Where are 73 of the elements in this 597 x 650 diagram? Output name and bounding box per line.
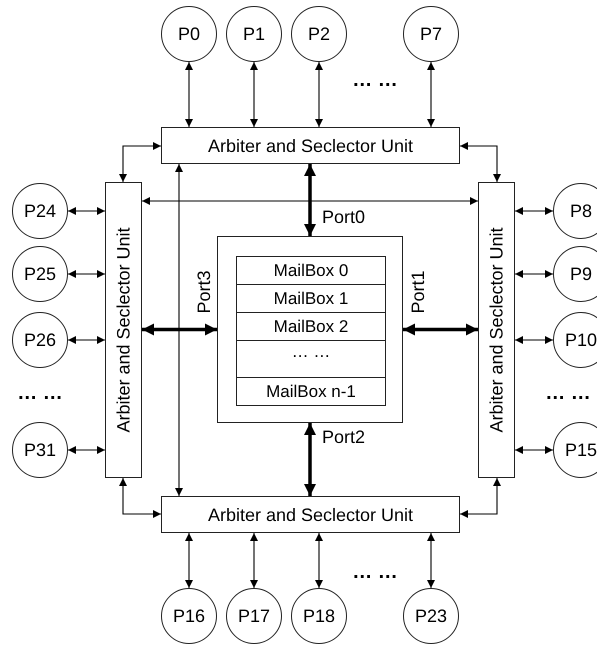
node-label: P31 [24, 441, 56, 459]
arbiter-unit-box [478, 182, 515, 478]
edge-label: Port2 [322, 428, 366, 446]
ellipsis-label: … … [17, 383, 63, 403]
connector-arrow [142, 197, 478, 205]
connector-arrow [250, 62, 258, 127]
connector-arrow [185, 533, 193, 588]
connector-arrow [304, 423, 316, 496]
edge-label: Port3 [195, 270, 213, 314]
node-label: P10 [564, 331, 597, 349]
node-label: MailBox n-1 [266, 383, 356, 400]
node-label: P9 [570, 265, 592, 283]
node-label: P17 [238, 607, 270, 625]
node-label: P0 [178, 25, 200, 43]
node-label: P26 [24, 331, 56, 349]
node-label: Arbiter and Seclector Unit [208, 506, 414, 524]
mailbox-slot [236, 377, 386, 406]
connector-arrow [460, 142, 501, 182]
connector-arrow [427, 533, 435, 588]
mailbox-slot [236, 284, 386, 313]
mailbox-frame [217, 236, 403, 423]
node-label: P7 [420, 25, 442, 43]
edge-label: Port1 [409, 270, 427, 314]
node-label: MailBox 2 [274, 318, 348, 335]
edge-label: Port0 [322, 208, 366, 226]
node-label: P24 [24, 202, 56, 220]
connector-arrow [68, 270, 105, 278]
connector-arrow [304, 164, 316, 236]
mailbox-slot [236, 256, 386, 285]
ellipsis-label: … … [352, 562, 398, 582]
node-label: P23 [414, 607, 448, 625]
connector-arrow [68, 446, 105, 454]
node-label: P2 [308, 25, 330, 43]
processor-circle [553, 422, 597, 478]
connector-arrow [250, 533, 258, 588]
node-label: Arbiter and Seclector Unit [208, 136, 414, 154]
connector-arrow [460, 478, 501, 518]
node-label: MailBox 1 [274, 290, 348, 307]
node-label: P18 [302, 607, 336, 625]
node-label: Arbiter and Seclector Unit [114, 227, 132, 433]
arbiter-unit-box [161, 127, 460, 164]
node-label: Arbiter and Seclector Unit [488, 227, 506, 433]
connector-arrow [427, 62, 435, 127]
connector-arrow [515, 207, 553, 215]
arbiter-unit-box [161, 496, 460, 533]
node-label: P8 [570, 202, 592, 220]
connector-arrow [68, 336, 105, 344]
connector-arrow [142, 324, 217, 336]
processor-circle [553, 312, 597, 368]
connector-arrow [68, 207, 105, 215]
node-label: MailBox 0 [274, 262, 348, 279]
connector-arrow [119, 478, 161, 518]
ellipsis-label: … … [352, 70, 398, 90]
mailbox-slot [236, 340, 386, 378]
node-label: P16 [172, 607, 206, 625]
connector-arrow [185, 62, 193, 127]
connector-arrow [515, 336, 553, 344]
node-label: P25 [24, 265, 56, 283]
mailbox-slot [236, 312, 386, 341]
node-label: P1 [242, 25, 266, 43]
processor-circle [553, 246, 597, 302]
ellipsis-label: … … [545, 383, 591, 403]
connector-arrow [403, 324, 478, 336]
arbiter-unit-box [105, 182, 142, 478]
node-label: … … [292, 343, 330, 360]
processor-circle [553, 183, 597, 239]
connector-arrow [175, 164, 183, 496]
connector-arrow [515, 270, 553, 278]
node-label: P15 [564, 441, 597, 459]
connector-arrow [315, 62, 323, 127]
connector-arrow [119, 142, 161, 182]
connector-arrow [515, 446, 553, 454]
connector-arrow [315, 533, 323, 588]
